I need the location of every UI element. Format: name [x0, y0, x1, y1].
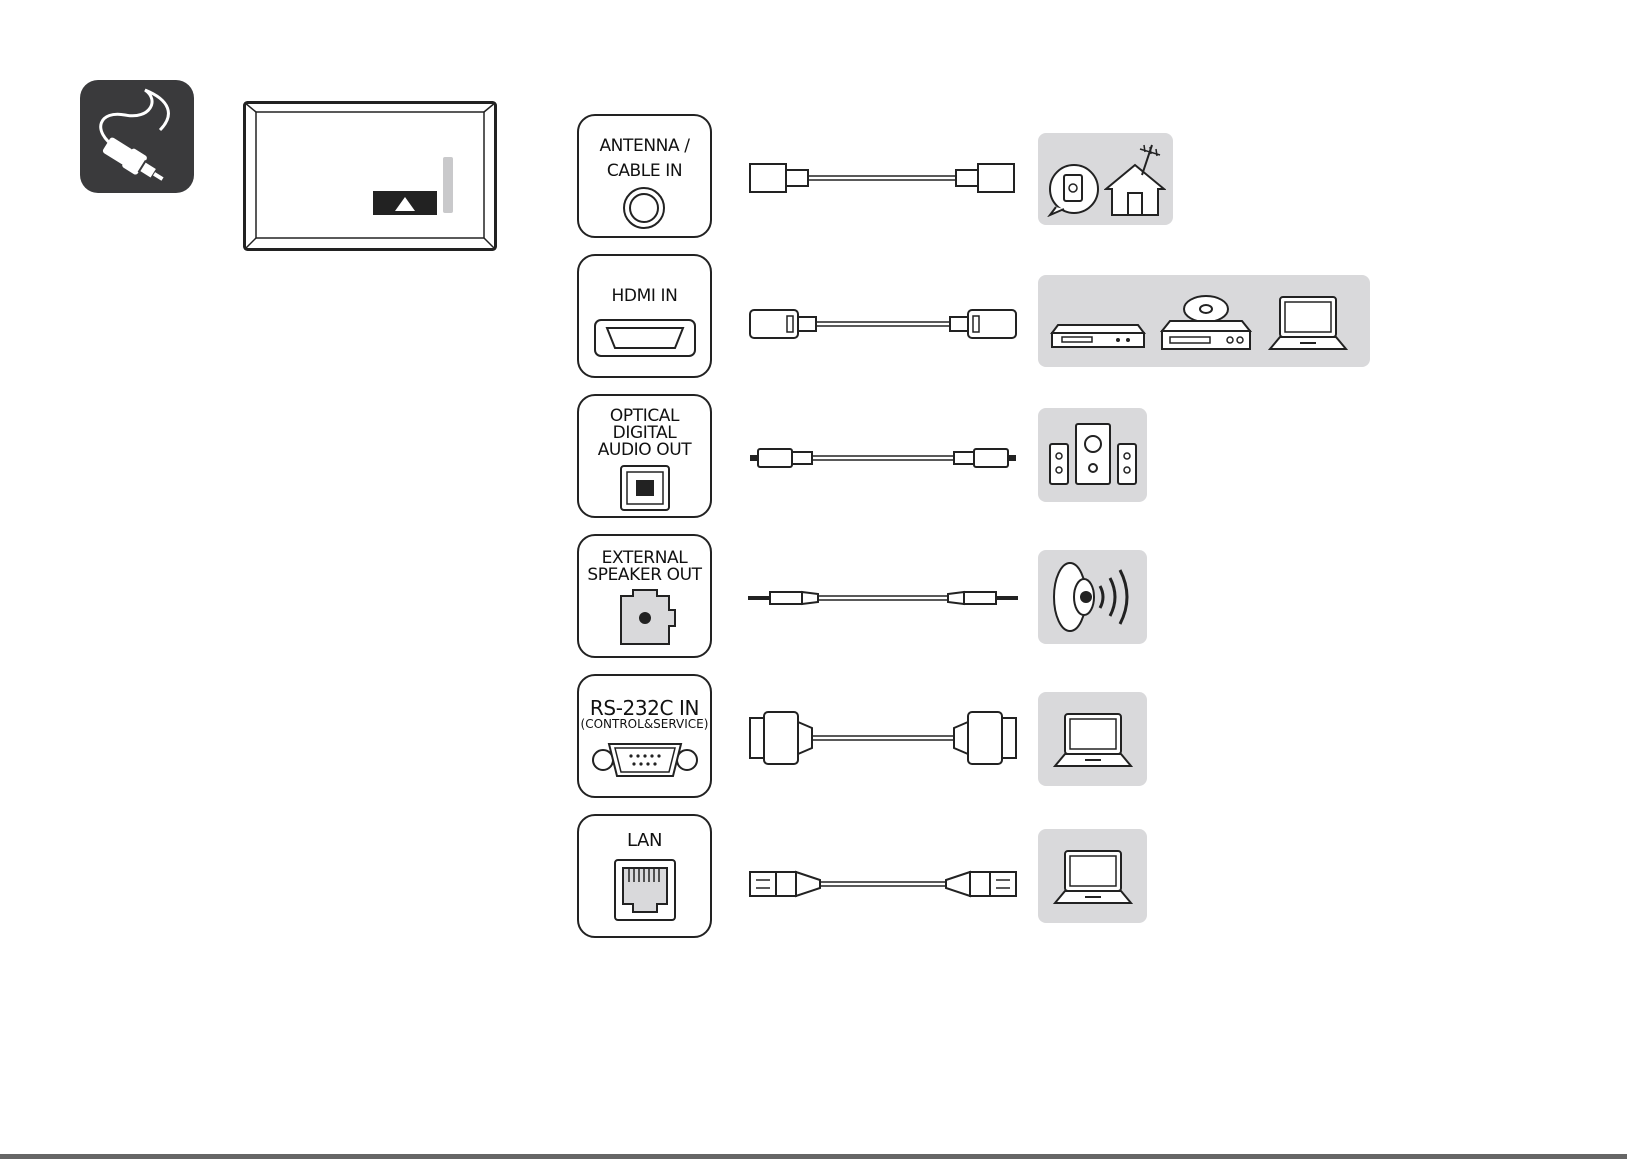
dvd-player-icon: [1160, 295, 1252, 355]
laptop-icon: [1053, 849, 1133, 907]
port-antenna-label: ANTENNA / CABLE IN: [579, 134, 710, 184]
port-lan-card: LAN: [577, 814, 712, 938]
port-rs232c-card: RS-232C IN (CONTROL&SERVICE): [577, 674, 712, 798]
port-antenna-card: ANTENNA / CABLE IN: [577, 114, 712, 238]
port-hdmi-card: HDMI IN: [577, 254, 712, 378]
ethernet-port-icon: [579, 858, 710, 924]
page-bottom-rule: [0, 1154, 1627, 1159]
coaxial-cable-icon: [748, 160, 1018, 196]
hdmi-port-icon: [579, 318, 710, 358]
rs232c-device-box: [1038, 692, 1147, 786]
lan-device-box: [1038, 829, 1147, 923]
serial-cable-icon: [748, 710, 1018, 766]
coaxial-jack-icon: [579, 186, 710, 230]
port-rs232c-sublabel: (CONTROL&SERVICE): [579, 718, 710, 731]
optical-port-icon: [579, 464, 710, 512]
port-lan-label: LAN: [579, 832, 710, 849]
tv-rear-panel-icon: [243, 101, 497, 251]
port-hdmi-label: HDMI IN: [579, 288, 710, 305]
audio-jack-port-icon: [579, 588, 710, 648]
optical-cable-icon: [748, 440, 1018, 476]
wall-outlet-icon: [1046, 161, 1102, 217]
antenna-device-box: [1038, 133, 1173, 225]
port-speaker-label: EXTERNAL SPEAKER OUT: [579, 550, 710, 584]
cable-plug-badge: [80, 80, 194, 193]
set-top-box-icon: [1050, 321, 1146, 353]
house-antenna-icon: [1104, 141, 1166, 217]
cable-plug-icon: [80, 80, 194, 193]
ethernet-cable-icon: [748, 866, 1018, 902]
port-optical-label: OPTICAL DIGITAL AUDIO OUT: [579, 408, 710, 459]
laptop-icon: [1268, 295, 1348, 353]
audio-jack-cable-icon: [748, 580, 1018, 616]
port-speaker-card: EXTERNAL SPEAKER OUT: [577, 534, 712, 658]
speaker-system-icon: [1048, 420, 1138, 490]
port-optical-card: OPTICAL DIGITAL AUDIO OUT: [577, 394, 712, 518]
hdmi-cable-icon: [748, 306, 1018, 342]
optical-device-box: [1038, 408, 1147, 502]
speaker-device-box: [1038, 550, 1147, 644]
loudspeaker-icon: [1050, 560, 1140, 634]
laptop-icon: [1053, 712, 1133, 770]
tv-rear-panel: [243, 101, 497, 251]
hdmi-device-box: [1038, 275, 1370, 367]
port-rs232c-label: RS-232C IN: [579, 698, 710, 718]
serial-port-icon: [579, 738, 710, 782]
